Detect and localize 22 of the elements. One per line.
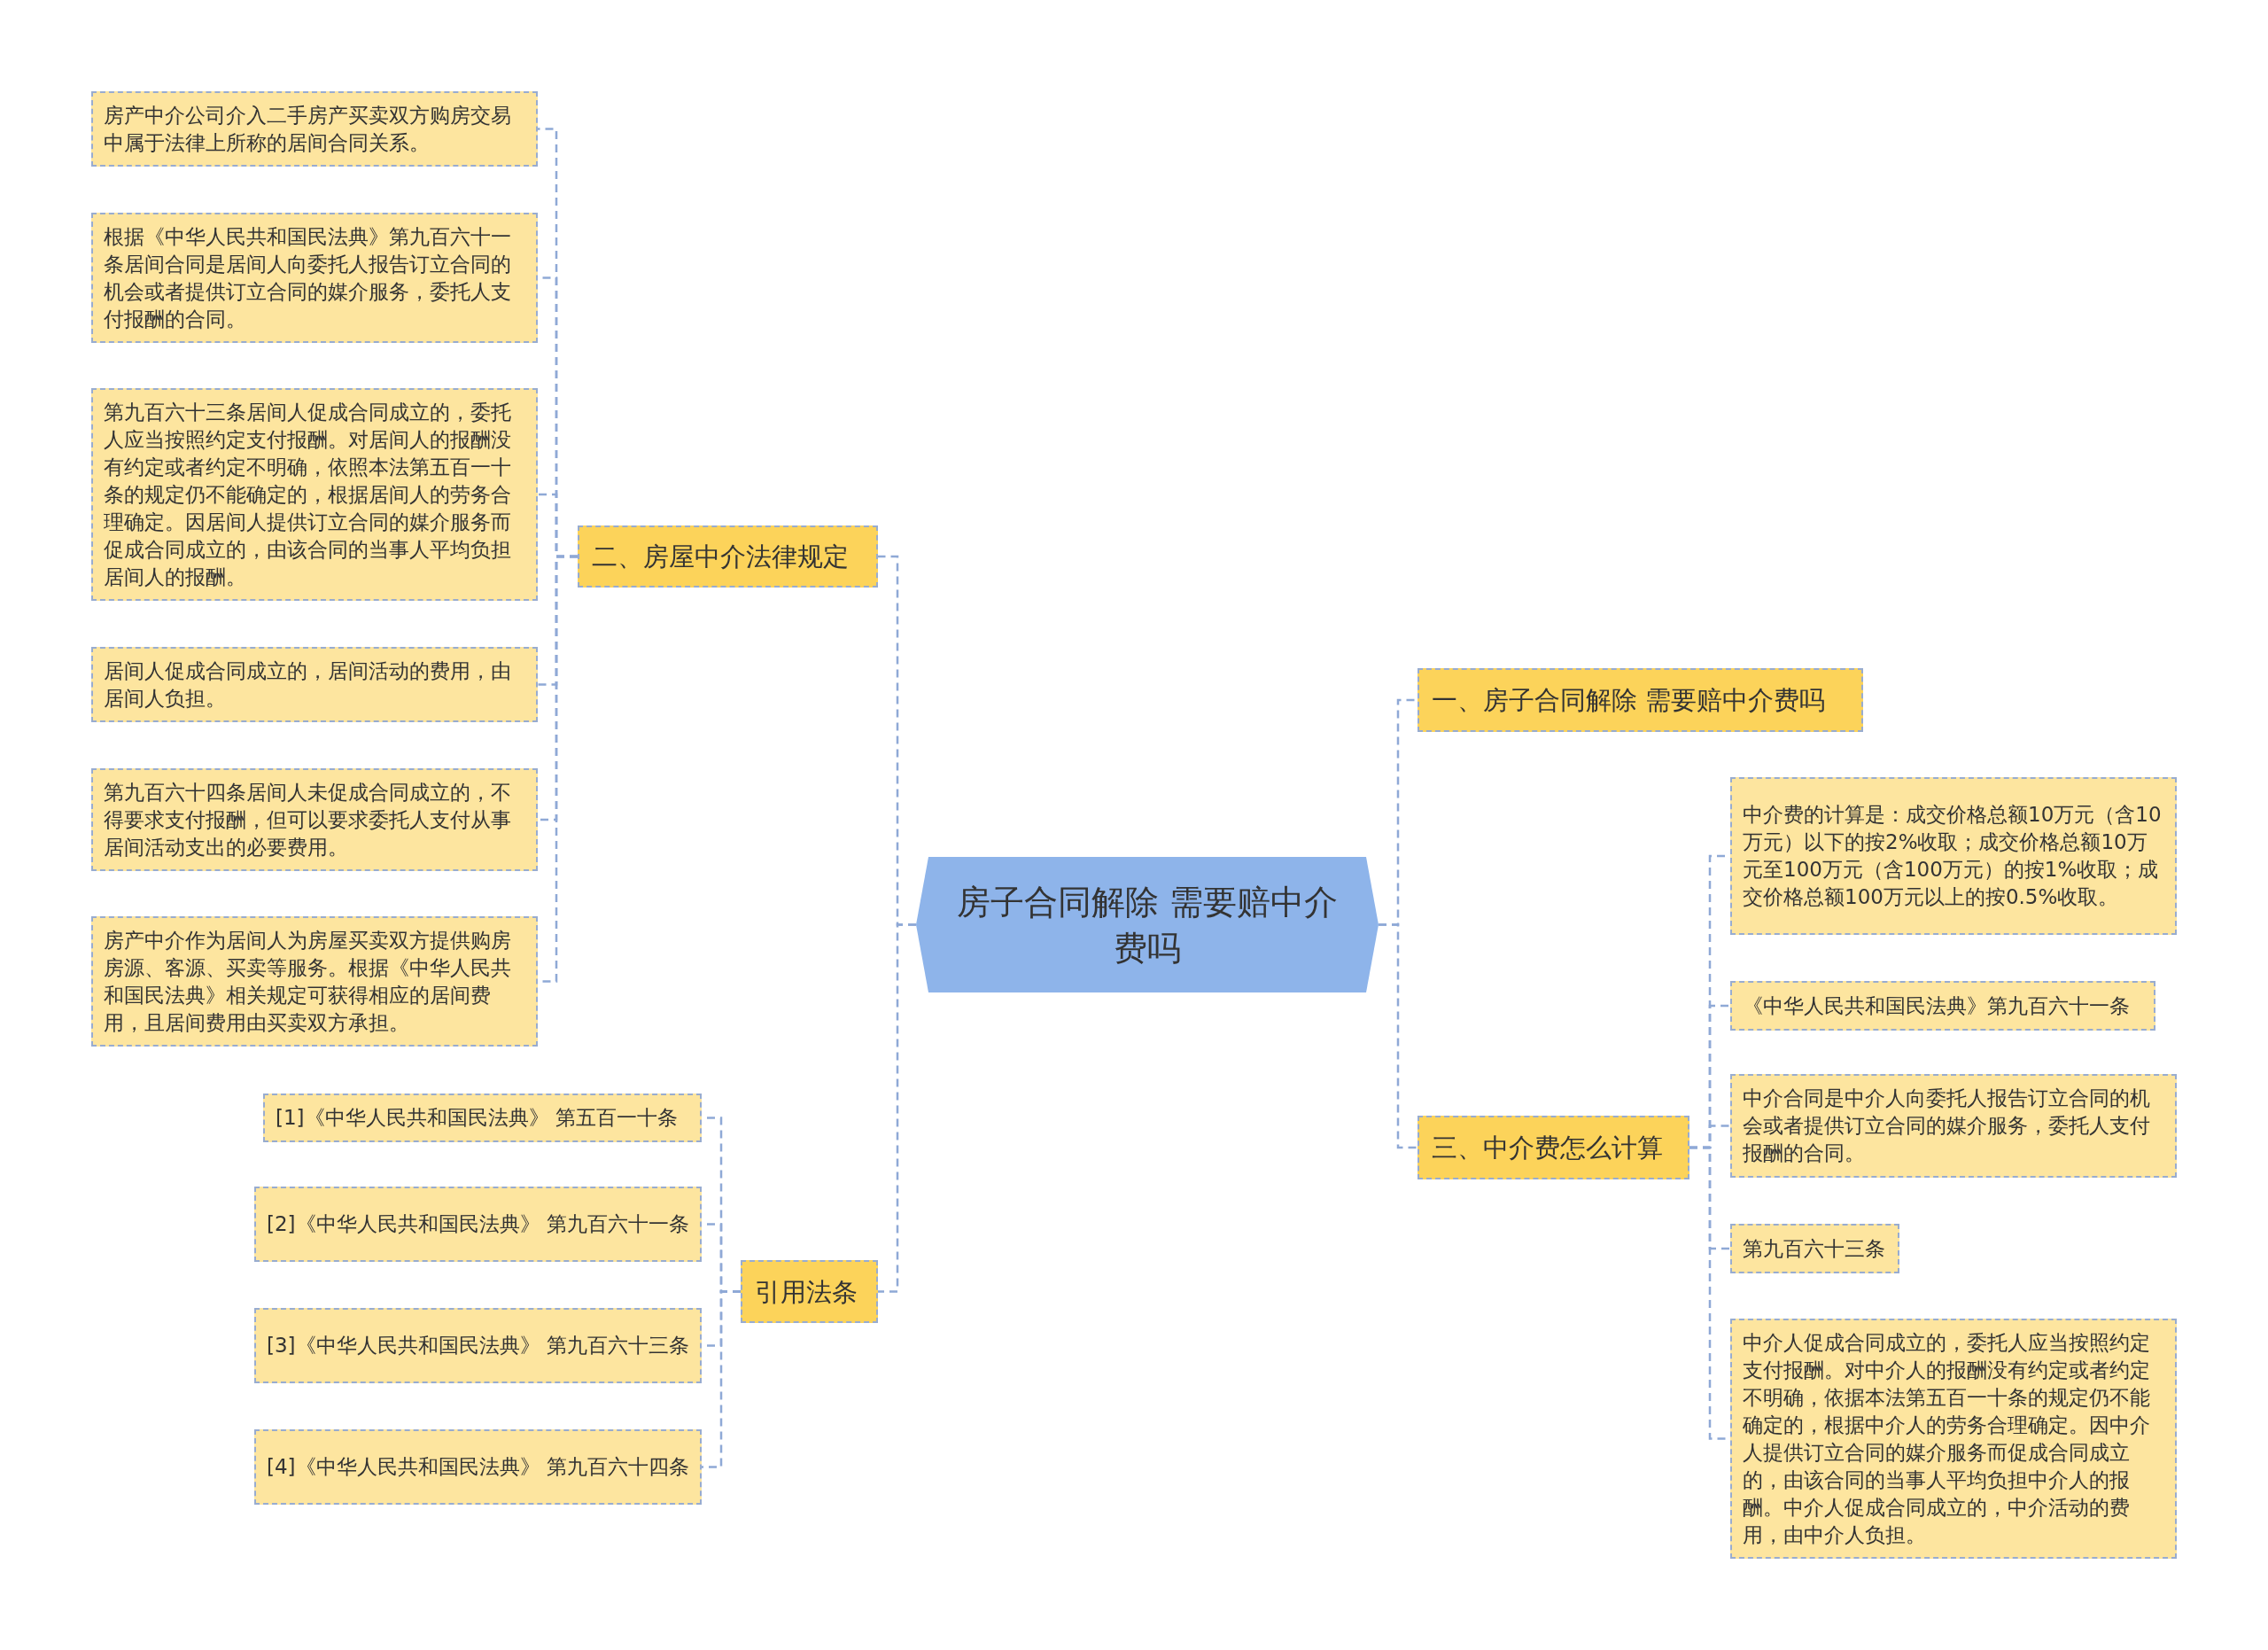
note-box: 第九百六十三条居间人促成合同成立的，委托人应当按照约定支付报酬。对居间人的报酬没有约定或者约定不明确，依照本法第五百一十条的规定仍不能确定的，根据居间人的劳务合理确定。因居间人提供订立合同的媒介服务而促成合同成立的，由该合同的当事人平均负担居间人的报酬。	[91, 388, 538, 601]
note-box: 中介费的计算是：成交价格总额10万元（含10万元）以下的按2%收取；成交价格总额10万元至100万元（含100万元）的按1%收取；成交价格总额100万元以上的按0.5%收取。	[1730, 777, 2177, 935]
note-box: 居间人促成合同成立的，居间活动的费用，由居间人负担。	[91, 647, 538, 722]
note-box: 中介人促成合同成立的，委托人应当按照约定支付报酬。对中介人的报酬没有约定或者约定不明确，依据本法第五百一十条的规定仍不能确定的，根据中介人的劳务合理确定。因中介人提供订立合同的媒介服务而促成合同成立的，由该合同的当事人平均负担中介人的报酬。中介人促成合同成立的，中介活动的费用，由中介人负担。	[1730, 1319, 2177, 1559]
note-box: [3]《中华人民共和国民法典》 第九百六十三条	[254, 1308, 702, 1383]
branch-box: 三、中介费怎么计算	[1418, 1116, 1689, 1179]
note-box: 房产中介公司介入二手房产买卖双方购房交易中属于法律上所称的居间合同关系。	[91, 91, 538, 167]
branch-box: 引用法条	[741, 1260, 878, 1323]
note-box: [4]《中华人民共和国民法典》 第九百六十四条	[254, 1429, 702, 1505]
branch-box: 一、房子合同解除 需要赔中介费吗	[1418, 668, 1863, 732]
connector-line	[1379, 923, 1418, 1149]
connector-line	[878, 923, 916, 1293]
note-box: 《中华人民共和国民法典》第九百六十一条	[1730, 981, 2155, 1031]
note-box: 根据《中华人民共和国民法典》第九百六十一条居间合同是居间人向委托人报告订立合同的机会或者提供订立合同的媒介服务，委托人支付报酬的合同。	[91, 213, 538, 343]
note-box: 房产中介作为居间人为房屋买卖双方提供购房房源、客源、买卖等服务。根据《中华人民共和国民法典》相关规定可获得相应的居间费用，且居间费用由买卖双方承担。	[91, 916, 538, 1047]
note-box: 第九百六十四条居间人未促成合同成立的，不得要求支付报酬，但可以要求委托人支付从事居间活动支出的必要费用。	[91, 768, 538, 871]
branch-box: 二、房屋中介法律规定	[578, 525, 878, 588]
note-box: 第九百六十三条	[1730, 1224, 1899, 1273]
note-box: 中介合同是中介人向委托人报告订立合同的机会或者提供订立合同的媒介服务，委托人支付报酬的合同。	[1730, 1074, 2177, 1178]
note-box: [1]《中华人民共和国民法典》 第五百一十条	[263, 1094, 702, 1142]
connector-line	[702, 1290, 741, 1468]
note-box: [2]《中华人民共和国民法典》 第九百六十一条	[254, 1187, 702, 1262]
